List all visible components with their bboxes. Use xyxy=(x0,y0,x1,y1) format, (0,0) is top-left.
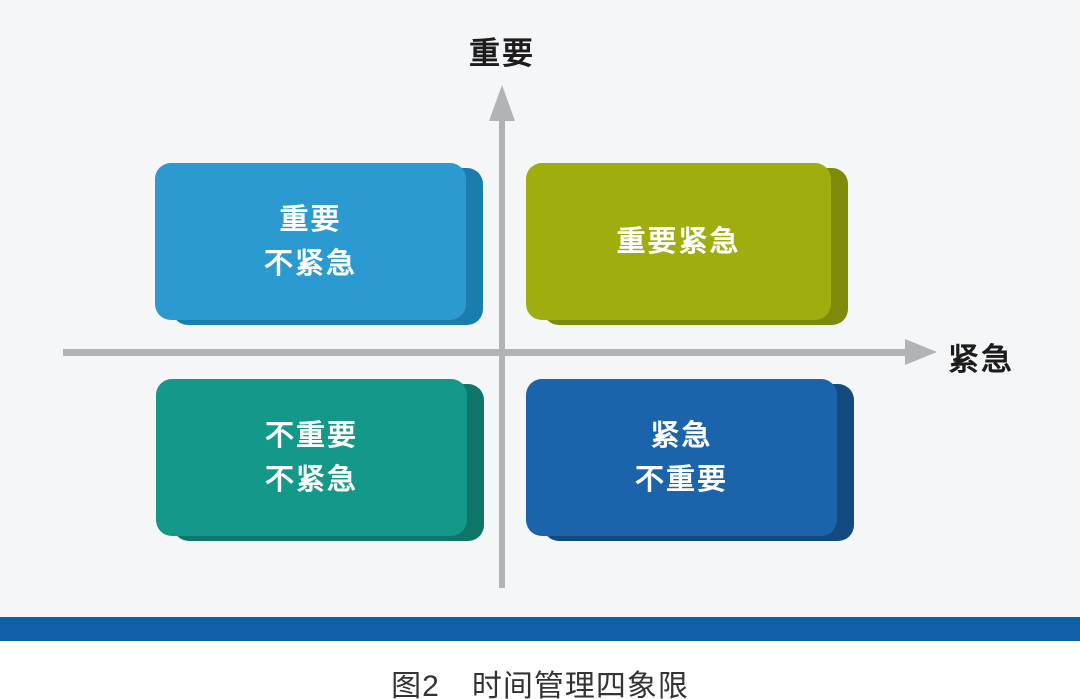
quadrant-important-not-urgent: 重要 不紧急 xyxy=(155,163,466,320)
quadrant-label-line: 不重要 xyxy=(264,419,358,452)
divider-bar xyxy=(0,617,1080,641)
quadrant-label-line: 不紧急 xyxy=(263,247,357,280)
x-axis-arrow-right-icon xyxy=(905,339,937,365)
quadrant-label-line: 紧急 xyxy=(650,419,713,452)
quadrant-not-important-not-urgent: 不重要 不紧急 xyxy=(156,379,467,536)
figure-title: 时间管理四象限 xyxy=(471,670,689,699)
x-axis-line xyxy=(63,349,908,356)
quadrant-important-urgent: 重要紧急 xyxy=(526,163,831,320)
caption-background xyxy=(0,641,1080,699)
quadrant-urgent-not-important: 紧急 不重要 xyxy=(526,379,837,536)
figure-number: 图2 xyxy=(391,670,440,699)
quadrant-label-line: 重要紧急 xyxy=(616,225,741,258)
figure-caption: 图2 时间管理四象限 xyxy=(0,661,1080,699)
quadrant-label-line: 不紧急 xyxy=(264,463,358,496)
x-axis-label: 紧急 xyxy=(948,342,1014,377)
y-axis-label: 重要 xyxy=(469,36,535,71)
y-axis-arrow-up-icon xyxy=(489,85,515,121)
quadrant-label-line: 重要 xyxy=(279,203,342,236)
quadrant-label-line: 不重要 xyxy=(634,463,728,496)
